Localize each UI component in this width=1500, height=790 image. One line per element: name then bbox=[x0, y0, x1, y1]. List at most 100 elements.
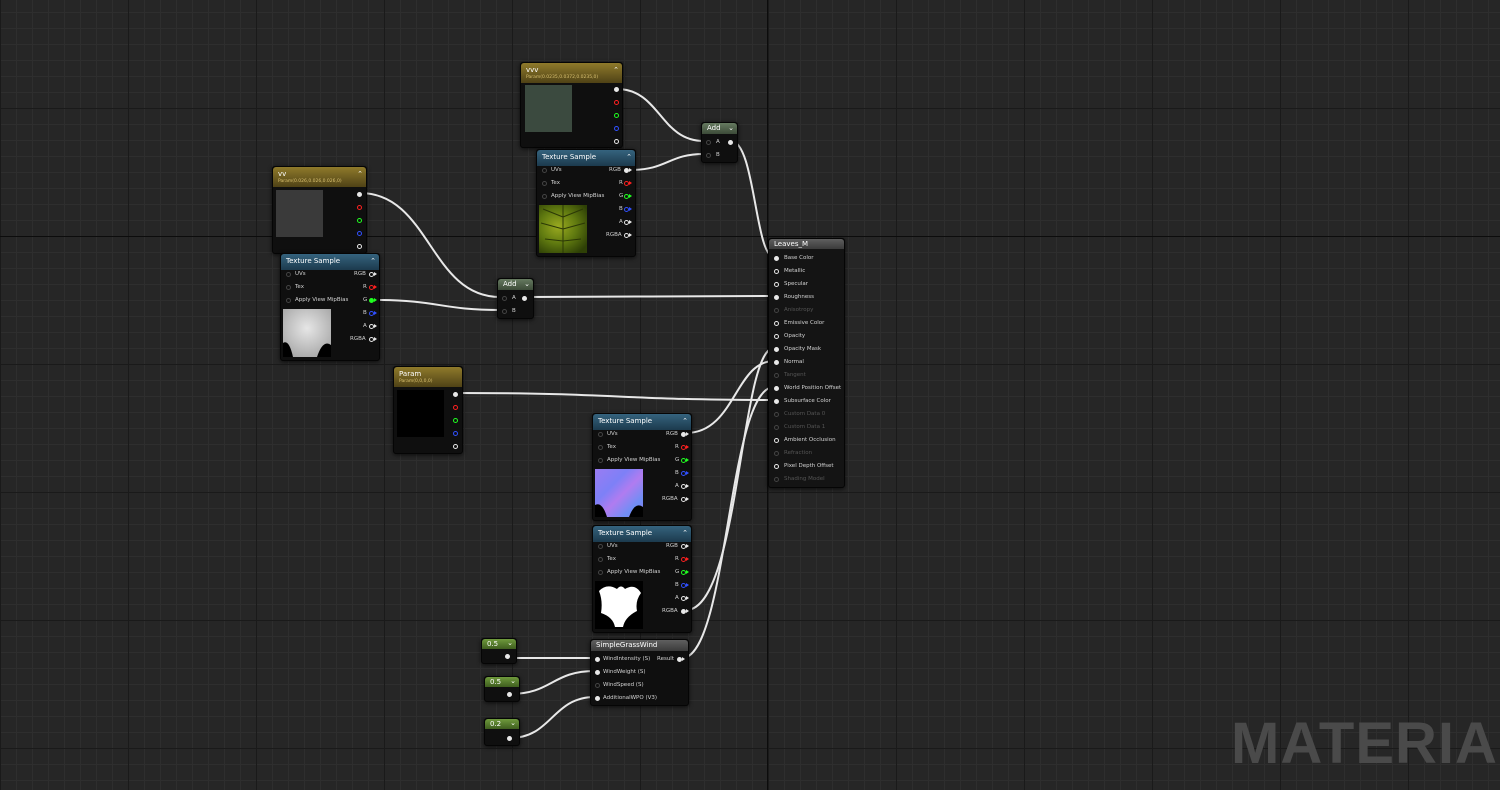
chevron-down-icon[interactable]: ⌄ bbox=[510, 719, 516, 727]
input-pin-metallic[interactable] bbox=[774, 269, 779, 274]
output-pin-r[interactable] bbox=[681, 445, 686, 450]
chevron-up-icon[interactable]: ⌃ bbox=[613, 66, 619, 74]
node-header[interactable]: 0.5 ⌄ bbox=[485, 677, 519, 687]
constant-node-wind-weight[interactable]: 0.5 ⌄ bbox=[484, 676, 520, 702]
node-header[interactable]: Texture Sample ⌃ bbox=[593, 526, 691, 542]
input-pin-wind-speed[interactable] bbox=[595, 683, 600, 688]
constant-node-additional-wpo[interactable]: 0.2 ⌄ bbox=[484, 718, 520, 746]
output-pin-rgba[interactable] bbox=[681, 609, 686, 614]
output-pin-b[interactable] bbox=[681, 583, 686, 588]
node-header[interactable]: Add ⌄ bbox=[702, 123, 737, 134]
output-pin-r[interactable] bbox=[357, 205, 362, 210]
input-pin-b[interactable] bbox=[706, 153, 711, 158]
node-header[interactable]: 0.5 ⌄ bbox=[482, 639, 516, 649]
input-pin-a[interactable] bbox=[502, 296, 507, 301]
output-pin-rgb[interactable] bbox=[681, 544, 686, 549]
output-pin-rgb[interactable] bbox=[614, 87, 619, 92]
node-header[interactable]: Param Param(0,0,0,0) bbox=[394, 367, 462, 387]
input-pin-additional-wpo[interactable] bbox=[595, 696, 600, 701]
texture-sample-node-mask[interactable]: Texture Sample ⌃ UVs Tex Apply View MipB… bbox=[592, 525, 692, 633]
input-pin-uvs[interactable] bbox=[286, 272, 291, 277]
node-header[interactable]: Texture Sample ⌃ bbox=[537, 150, 635, 166]
input-pin-wind-weight[interactable] bbox=[595, 670, 600, 675]
output-pin-a[interactable] bbox=[357, 244, 362, 249]
output-pin-b[interactable] bbox=[453, 431, 458, 436]
input-pin-roughness[interactable] bbox=[774, 295, 779, 300]
output-pin-rgba[interactable] bbox=[624, 233, 629, 238]
input-pin-uvs[interactable] bbox=[542, 168, 547, 173]
input-pin-tex[interactable] bbox=[598, 445, 603, 450]
vector-param-vvv-node[interactable]: vvv Param(0.0235,0.0372,0.0235,0) ⌃ bbox=[520, 62, 623, 148]
output-pin-rgba[interactable] bbox=[369, 337, 374, 342]
input-pin-wpo[interactable] bbox=[774, 386, 779, 391]
texture-sample-node-leaf[interactable]: Texture Sample ⌃ UVs Tex Apply View MipB… bbox=[536, 149, 636, 257]
output-pin-rgb[interactable] bbox=[369, 272, 374, 277]
input-pin-subsurface[interactable] bbox=[774, 399, 779, 404]
output-pin-rgb[interactable] bbox=[357, 192, 362, 197]
simple-grass-wind-node[interactable]: SimpleGrassWind WindIntensity (S) WindWe… bbox=[590, 639, 689, 706]
output-pin-b[interactable] bbox=[369, 311, 374, 316]
chevron-up-icon[interactable]: ⌃ bbox=[357, 170, 363, 178]
node-header[interactable]: vvv Param(0.0235,0.0372,0.0235,0) ⌃ bbox=[521, 63, 622, 83]
output-pin-rgb[interactable] bbox=[624, 168, 629, 173]
output-pin-b[interactable] bbox=[624, 207, 629, 212]
texture-sample-node-grey[interactable]: Texture Sample ⌃ UVs Tex Apply View MipB… bbox=[280, 253, 380, 361]
input-pin-base-color[interactable] bbox=[774, 256, 779, 261]
output-pin-r[interactable] bbox=[624, 181, 629, 186]
output-pin-b[interactable] bbox=[614, 126, 619, 131]
chevron-up-icon[interactable]: ⌃ bbox=[626, 153, 632, 161]
output-pin-a[interactable] bbox=[453, 444, 458, 449]
chevron-down-icon[interactable]: ⌄ bbox=[507, 639, 513, 647]
output-pin[interactable] bbox=[507, 736, 512, 741]
input-pin-tex[interactable] bbox=[542, 181, 547, 186]
output-pin-r[interactable] bbox=[614, 100, 619, 105]
input-pin-uvs[interactable] bbox=[598, 544, 603, 549]
input-pin-opacity-mask[interactable] bbox=[774, 347, 779, 352]
output-pin-result[interactable] bbox=[677, 657, 682, 662]
material-result-node[interactable]: Leaves_M Base Color Metallic Specular Ro… bbox=[768, 238, 845, 488]
chevron-down-icon[interactable]: ⌄ bbox=[728, 124, 734, 132]
node-header[interactable]: Leaves_M bbox=[769, 239, 844, 249]
input-pin-specular[interactable] bbox=[774, 282, 779, 287]
output-pin-r[interactable] bbox=[681, 557, 686, 562]
output-pin-g[interactable] bbox=[614, 113, 619, 118]
output-pin[interactable] bbox=[505, 654, 510, 659]
constant-node-wind-intensity[interactable]: 0.5 ⌄ bbox=[481, 638, 517, 664]
output-pin-b[interactable] bbox=[357, 231, 362, 236]
output-pin-a[interactable] bbox=[614, 139, 619, 144]
input-pin-mipbias[interactable] bbox=[286, 298, 291, 303]
input-pin-opacity[interactable] bbox=[774, 334, 779, 339]
output-pin-b[interactable] bbox=[681, 471, 686, 476]
input-pin-pdo[interactable] bbox=[774, 464, 779, 469]
chevron-down-icon[interactable]: ⌄ bbox=[510, 677, 516, 685]
output-pin-a[interactable] bbox=[369, 324, 374, 329]
output-pin-g[interactable] bbox=[357, 218, 362, 223]
output-pin-g[interactable] bbox=[624, 194, 629, 199]
vector-param-vv-node[interactable]: vv Param(0.026,0.026,0.026,0) ⌃ bbox=[272, 166, 367, 254]
add-node-middle[interactable]: Add ⌄ A B bbox=[497, 278, 534, 319]
vector-param-node[interactable]: Param Param(0,0,0,0) bbox=[393, 366, 463, 454]
input-pin-ao[interactable] bbox=[774, 438, 779, 443]
input-pin-b[interactable] bbox=[502, 309, 507, 314]
output-pin-rgb[interactable] bbox=[681, 432, 686, 437]
output-pin-r[interactable] bbox=[453, 405, 458, 410]
input-pin-uvs[interactable] bbox=[598, 432, 603, 437]
chevron-down-icon[interactable]: ⌄ bbox=[524, 280, 530, 288]
texture-sample-node-normal[interactable]: Texture Sample ⌃ UVs Tex Apply View MipB… bbox=[592, 413, 692, 521]
input-pin-mipbias[interactable] bbox=[542, 194, 547, 199]
input-pin-tex[interactable] bbox=[598, 557, 603, 562]
output-pin-rgba[interactable] bbox=[681, 497, 686, 502]
output-pin[interactable] bbox=[728, 140, 733, 145]
node-header[interactable]: 0.2 ⌄ bbox=[485, 719, 519, 729]
output-pin-a[interactable] bbox=[681, 596, 686, 601]
output-pin-a[interactable] bbox=[624, 220, 629, 225]
chevron-up-icon[interactable]: ⌃ bbox=[682, 417, 688, 425]
chevron-up-icon[interactable]: ⌃ bbox=[370, 257, 376, 265]
node-header[interactable]: Texture Sample ⌃ bbox=[593, 414, 691, 430]
output-pin[interactable] bbox=[507, 692, 512, 697]
output-pin-a[interactable] bbox=[681, 484, 686, 489]
chevron-up-icon[interactable]: ⌃ bbox=[682, 529, 688, 537]
output-pin-rgb[interactable] bbox=[453, 392, 458, 397]
input-pin-mipbias[interactable] bbox=[598, 570, 603, 575]
output-pin-g[interactable] bbox=[369, 298, 374, 303]
